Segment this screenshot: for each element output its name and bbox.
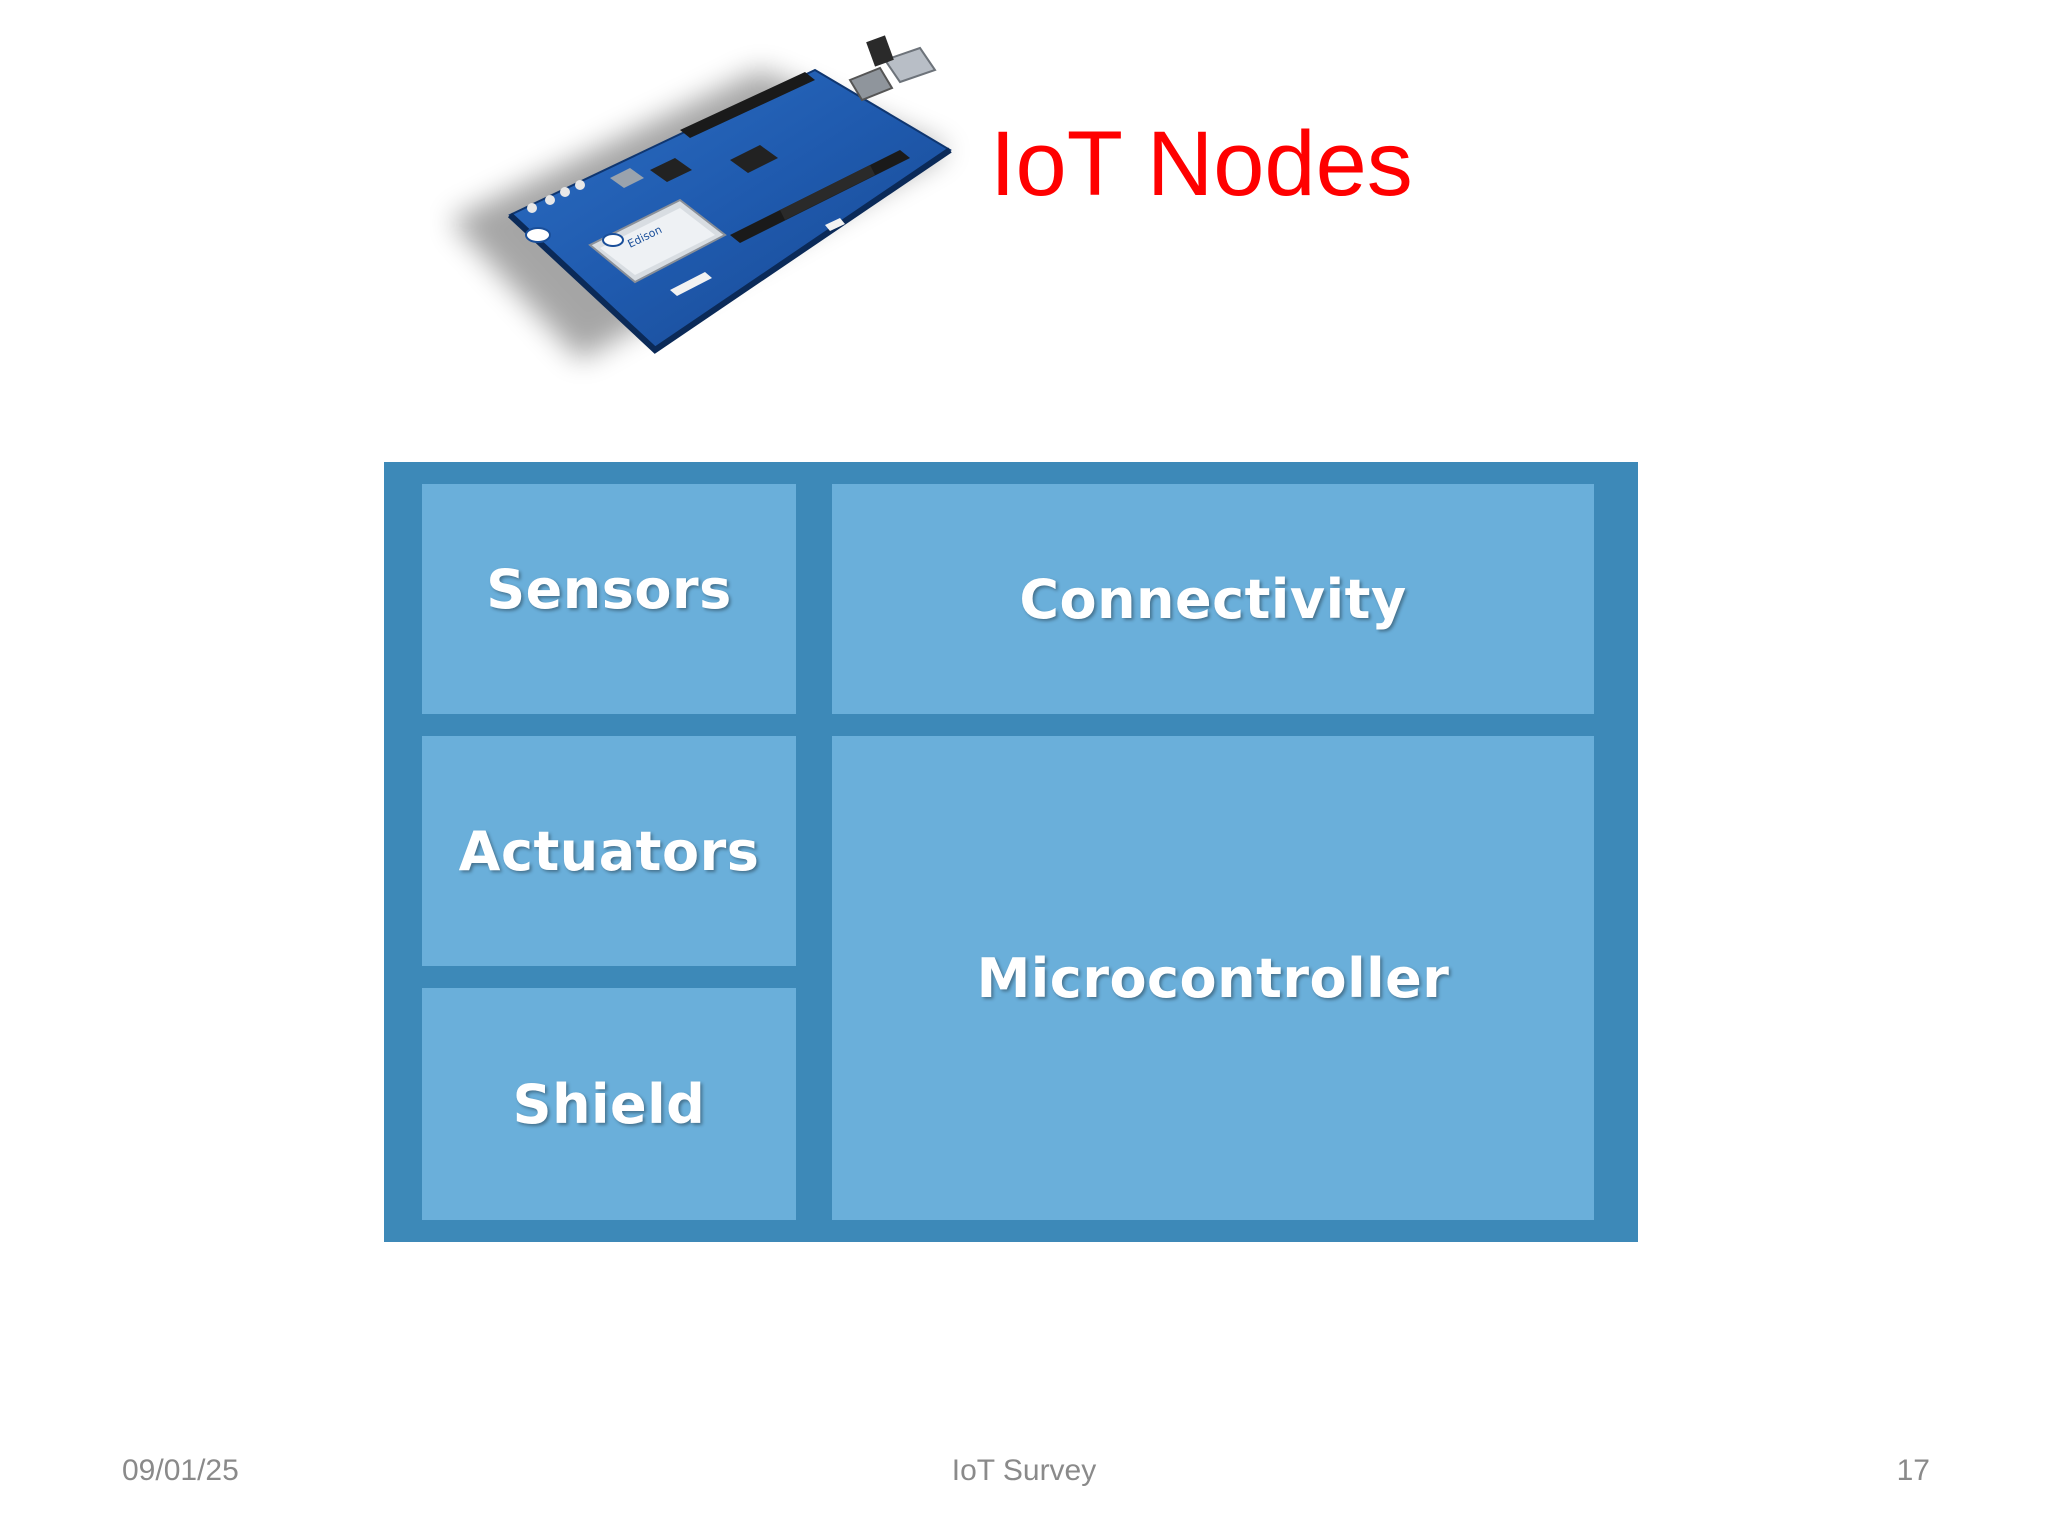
usb-connector (883, 46, 937, 84)
sensors-block: Sensors (422, 484, 796, 714)
connectivity-block: Connectivity (832, 484, 1594, 714)
intel-edison-board-image: Edison (450, 35, 952, 360)
slide-title: IoT Nodes (990, 113, 1413, 215)
footer-title: IoT Survey (951, 1454, 1097, 1487)
shield-block: Shield (422, 988, 796, 1220)
page-number: 17 (1896, 1454, 1930, 1487)
actuators-block: Actuators (422, 736, 796, 966)
microcontroller-block: Microcontroller (832, 736, 1594, 1220)
iot-node-block-diagram: Sensors Connectivity Actuators Shield Mi… (384, 462, 1638, 1242)
footer-date: 09/01/25 (122, 1454, 239, 1487)
